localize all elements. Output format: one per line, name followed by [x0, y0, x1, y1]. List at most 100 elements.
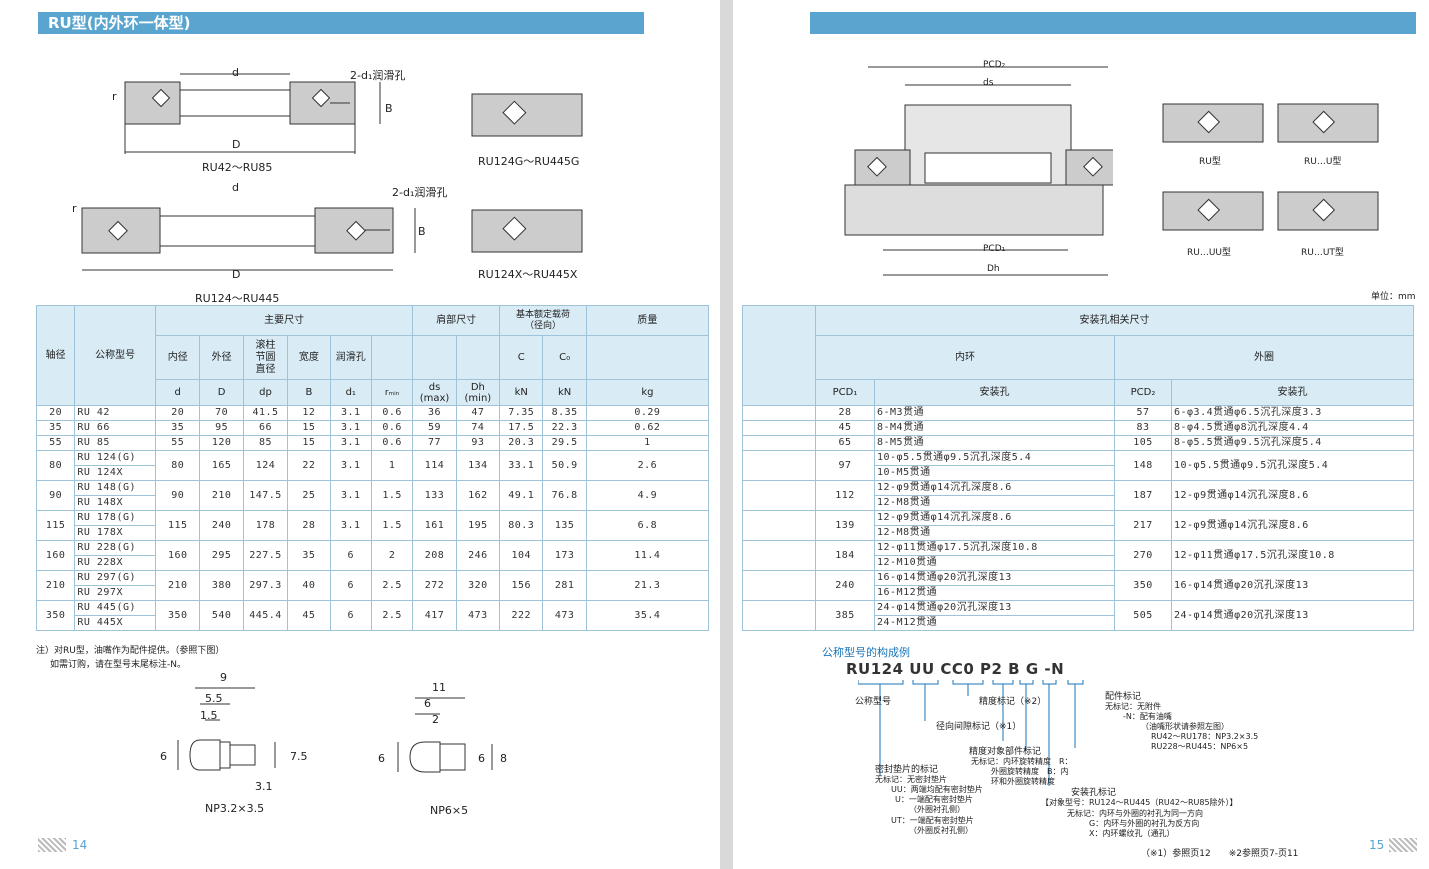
- cell-pcd1: 240: [815, 570, 875, 601]
- cell-outer-hole: 12-φ11贯通φ17.5沉孔深度10.8: [1171, 540, 1414, 571]
- caption-ru42: RU42～RU85: [202, 161, 273, 174]
- page-number-left: 14: [72, 838, 88, 852]
- part-acc4: RU42～RU178：NP3.2×3.5: [1151, 732, 1259, 741]
- cell-B: 15: [287, 435, 331, 451]
- th-sym-r: rₘᵢₙ: [370, 379, 414, 406]
- nipple-drawing-np32: [177, 687, 276, 771]
- cell-blank: [742, 405, 816, 421]
- cell-dp: 147.5: [242, 480, 289, 511]
- cell-dh: 93: [455, 435, 501, 451]
- th-sym-D: D: [199, 379, 244, 406]
- part-acc5: RU228～RU445：NP6×5: [1151, 742, 1249, 751]
- cell-pcd1: 45: [815, 420, 875, 436]
- part-acc3: （油嘴形状请参照左图）: [1141, 722, 1229, 731]
- th-shaft: 轴径: [35, 305, 76, 406]
- cell-d1: 6: [329, 570, 372, 601]
- np2-dim-6: 6: [424, 697, 431, 710]
- cell-ds: 161: [412, 510, 457, 541]
- part-hole3: G：内环与外圈的衬孔为反方向: [1089, 819, 1200, 828]
- model-code: RU124 UU CC0 P2 B G -N: [846, 660, 1065, 678]
- np2-dim-2: 2: [432, 713, 439, 726]
- cell-pcd1: 28: [815, 405, 875, 421]
- dim-b-label: B: [385, 102, 393, 115]
- cell-B: 25: [287, 480, 331, 511]
- cell-shaft: 350: [35, 600, 76, 631]
- th-pitch: 滚柱 节圆 直径: [242, 335, 289, 380]
- type-ru-drawing: [1162, 103, 1264, 143]
- cell-c: 17.5: [499, 420, 544, 436]
- cell-shaft: 55: [35, 435, 76, 451]
- th-blank-4: [585, 335, 710, 380]
- part-precision: 精度标记（※2）: [979, 697, 1047, 707]
- cell-r: 1.5: [370, 480, 414, 511]
- cell-blank: [742, 540, 816, 571]
- cell-d: 55: [155, 435, 201, 451]
- cell-ds: 36: [412, 405, 457, 421]
- np1-phi31: 3.1: [255, 780, 273, 793]
- cell-d1: 3.1: [329, 405, 372, 421]
- model-example-title: 公称型号的构成例: [822, 646, 910, 659]
- cell-shaft: 115: [35, 510, 76, 541]
- cell-kg: 1: [585, 435, 710, 451]
- cell-r: 1.5: [370, 510, 414, 541]
- section-drawing-x: [471, 209, 583, 253]
- th-unit-kn1: kN: [499, 379, 544, 406]
- part-acc: 配件标记: [1105, 692, 1142, 702]
- part-seal1: 无标记：无密封垫片: [875, 775, 947, 784]
- np1-caption: NP3.2×3.5: [205, 802, 265, 815]
- cell-d: 210: [155, 570, 201, 601]
- part-seal6: （外圈反衬孔侧）: [909, 826, 973, 835]
- cell-r: 2.5: [370, 600, 414, 631]
- np1-dim-55: 5.5: [205, 692, 223, 705]
- cell-model: RU 148X: [74, 495, 157, 511]
- cell-model: RU 297X: [74, 585, 157, 601]
- footer-stripe: [38, 838, 66, 852]
- dim-D-label: D: [232, 138, 241, 151]
- cell-inner-hole: 8-M5贯通: [874, 435, 1115, 451]
- cell-d: 35: [155, 420, 201, 436]
- cell-c: 20.3: [499, 435, 544, 451]
- th-lube: 润滑孔: [329, 335, 372, 380]
- cell-c: 104: [499, 540, 544, 571]
- cell-r: 2.5: [370, 570, 414, 601]
- cell-c: 49.1: [499, 480, 544, 511]
- cell-B: 28: [287, 510, 331, 541]
- cell-blank: [742, 435, 816, 451]
- note-1: 注）对RU型，油嘴作为配件提供。（参照下图）: [36, 646, 225, 656]
- cell-D: 240: [199, 510, 244, 541]
- cell-ds: 114: [412, 450, 457, 481]
- cell-kg: 6.8: [585, 510, 710, 541]
- note-2: 如需订购，请在型号末尾标注-N。: [50, 660, 186, 670]
- cell-inner-hole: 10-M5贯通: [874, 465, 1115, 481]
- cell-c0: 473: [542, 600, 587, 631]
- th-sym-B: B: [287, 379, 331, 406]
- cell-c0: 135: [542, 510, 587, 541]
- cell-outer-hole: 24-φ14贯通φ20沉孔深度13: [1171, 600, 1414, 631]
- th-outer: 外径: [199, 335, 244, 380]
- cell-pcd2: 83: [1114, 420, 1172, 436]
- cell-B: 15: [287, 420, 331, 436]
- type-ru-ut-drawing: [1277, 191, 1379, 231]
- part-prec-t2: 外圈旋转精度 B：内: [991, 767, 1069, 776]
- lube-hole-label: 2-d₁润滑孔: [350, 69, 406, 82]
- cell-D: 70: [199, 405, 244, 421]
- cell-B: 22: [287, 450, 331, 481]
- cell-kg: 0.62: [585, 420, 710, 436]
- cell-dh: 47: [455, 405, 501, 421]
- cell-pcd1: 139: [815, 510, 875, 541]
- th-mass: 质量: [585, 305, 710, 336]
- cell-blank: [742, 600, 816, 631]
- cell-pcd1: 65: [815, 435, 875, 451]
- cell-d1: 3.1: [329, 435, 372, 451]
- cell-kg: 21.3: [585, 570, 710, 601]
- np1-phi6: 6: [160, 750, 167, 763]
- cell-kg: 0.29: [585, 405, 710, 421]
- cell-ds: 417: [412, 600, 457, 631]
- th-blank-r: [742, 305, 816, 406]
- part-seal: 密封垫片的标记: [875, 765, 939, 775]
